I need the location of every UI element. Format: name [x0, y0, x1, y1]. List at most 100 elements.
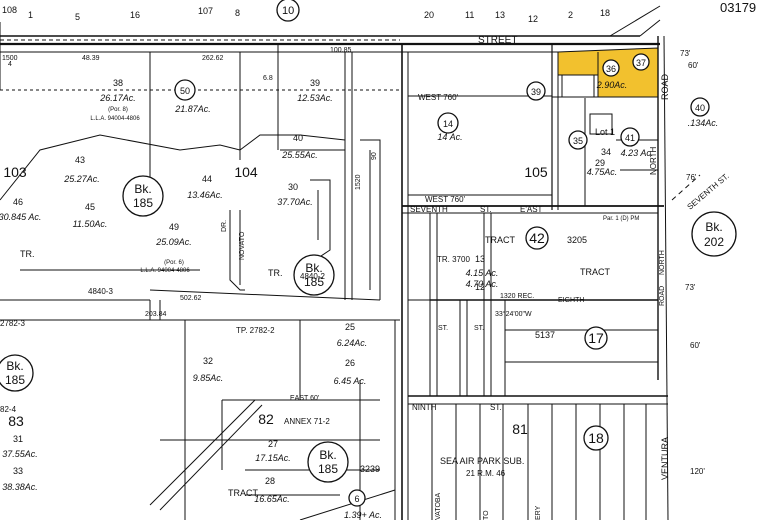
- label-street: STREET: [478, 35, 517, 46]
- label-ery: ERY: [535, 505, 542, 520]
- dim-73b: 73': [685, 283, 696, 292]
- lot-1: Lot 1: [595, 127, 615, 137]
- book-4-label: Bk.: [319, 448, 336, 462]
- block-81: 81: [512, 421, 528, 437]
- label-tr-2: TR.: [268, 268, 283, 278]
- label-eighth: EIGHTH: [558, 297, 584, 304]
- label-ninth-st: ST.: [490, 403, 502, 412]
- label-11: 11: [465, 10, 474, 20]
- parcel-34: 34: [601, 147, 611, 157]
- block-18: 18: [588, 430, 604, 446]
- block-42: 42: [529, 230, 545, 246]
- block-3239: 3239: [360, 464, 380, 474]
- parcel-6-area: 1.39+ Ac.: [344, 510, 382, 520]
- block-5137: 5137: [535, 330, 555, 340]
- parcel-32-area: 9.85Ac.: [193, 373, 224, 383]
- parcel-40a-area: 25.55Ac.: [281, 150, 318, 160]
- book-3-number: 185: [5, 373, 25, 387]
- label-rm-46: 21 R.M. 46: [466, 469, 506, 478]
- label-north-v: NORTH: [659, 250, 666, 275]
- parcel-14: 14: [443, 119, 453, 129]
- parcel-27: 27: [268, 439, 278, 449]
- parcel-33-area: 38.38Ac.: [2, 482, 38, 492]
- parcel-39a-area: 12.53Ac.: [297, 93, 333, 103]
- book-4-number: 185: [318, 462, 338, 476]
- label-12: 12: [528, 14, 538, 24]
- parcel-26: 26: [345, 358, 355, 368]
- block-104: 104: [234, 164, 258, 180]
- label-2: 2: [568, 10, 573, 20]
- sheet-number: 03179: [720, 0, 756, 15]
- parcel-40-area: .134Ac.: [688, 118, 719, 128]
- parcel-49: 49: [169, 222, 179, 232]
- dim-76: 76': [686, 173, 697, 182]
- parcel-38-lla: L.L.A. 94004-4806: [90, 116, 140, 122]
- block-103: 103: [3, 164, 27, 180]
- parcel-39: 39: [531, 87, 541, 97]
- parcel-12: 12: [475, 282, 485, 292]
- parcel-labels: 38 26.17Ac. (Por. 8) L.L.A. 94004-4806 5…: [0, 58, 718, 520]
- parcel-49-lla: L.L.A. 94004-4806: [140, 268, 190, 274]
- parcel-circles: [0, 0, 737, 507]
- dim-60b: 60': [690, 341, 701, 350]
- parcel-26-area: 6.45 Ac.: [334, 376, 367, 386]
- label-1: 1: [28, 10, 33, 20]
- parcel-44-area: 13.46Ac.: [187, 190, 223, 200]
- label-262-62: 262.62: [202, 55, 224, 62]
- parcel-40: 40: [695, 103, 705, 113]
- parcel-12-area: 4.70 Ac.: [466, 279, 499, 289]
- book-1-label: Bk.: [134, 182, 151, 196]
- label-4840-3: 4840-3: [88, 287, 113, 296]
- label-pm: Par. 1 (D) PM: [603, 216, 639, 222]
- parcel-13-area: 4.15 Ac.: [466, 268, 499, 278]
- parcel-28: 28: [265, 476, 275, 486]
- left-area-lines: [0, 44, 400, 520]
- parcel-50-area: 21.87Ac.: [174, 104, 211, 114]
- label-ventura: VENTURA: [660, 437, 670, 480]
- top-street-lines: [0, 22, 660, 90]
- parcel-29: 29: [595, 158, 605, 168]
- parcel-35: 35: [573, 136, 583, 146]
- parcel-30-area: 37.70Ac.: [277, 197, 313, 207]
- dim-60a: 60': [688, 61, 699, 70]
- label-st-2: ST.: [438, 325, 448, 332]
- label-1320-rec: 1320 REC.: [500, 293, 534, 300]
- label-5: 5: [75, 12, 80, 22]
- parcel-31: 31: [13, 434, 23, 444]
- parcel-38-area: 26.17Ac.: [99, 93, 136, 103]
- dim-90: 90: [371, 152, 378, 160]
- label-1500: 1500: [2, 55, 18, 62]
- label-road: ROAD: [660, 73, 670, 100]
- parcel-31-area: 37.55Ac.: [2, 449, 38, 459]
- label-48-39: 48.39: [82, 55, 100, 62]
- label-tp-2782-2: TP. 2782-2: [236, 326, 275, 335]
- label-dr: DR.: [221, 220, 228, 232]
- block-17: 17: [588, 330, 604, 346]
- parcel-43: 43: [75, 155, 85, 165]
- label-107: 107: [198, 6, 213, 16]
- label-4840-2: 4840-2: [300, 272, 325, 281]
- label-tr: TR.: [20, 249, 35, 259]
- parcel-43-area: 25.27Ac.: [63, 174, 100, 184]
- label-tract: TRACT: [485, 235, 515, 245]
- parcel-13: 13: [475, 254, 485, 264]
- parcel-40a: 40: [293, 133, 303, 143]
- label-tr-3700: TR. 3700: [437, 255, 470, 264]
- parcel-44: 44: [202, 174, 212, 184]
- block-labels: 103 104 105 42 17 18 81 82 83 3205 5137 …: [3, 164, 604, 474]
- label-west-760-a: WEST 760': [418, 93, 459, 102]
- parcel-49-note: (Por. 6): [164, 260, 184, 266]
- parcel-36-area[interactable]: 2.90Ac.: [596, 80, 628, 90]
- block-83: 83: [8, 413, 24, 429]
- parcel-36[interactable]: 36: [606, 64, 616, 74]
- dim-73a: 73': [680, 49, 691, 58]
- parcel-39a: 39: [310, 78, 320, 88]
- label-annex: ANNEX 71-2: [284, 417, 330, 426]
- book-2-label: Bk.: [305, 261, 322, 275]
- parcel-27-area: 17.15Ac.: [255, 453, 291, 463]
- parcel-45: 45: [85, 202, 95, 212]
- parcel-25-area: 6.24Ac.: [337, 338, 368, 348]
- parcel-46: 46: [13, 197, 23, 207]
- label-vatoba: VATOBA: [435, 492, 442, 520]
